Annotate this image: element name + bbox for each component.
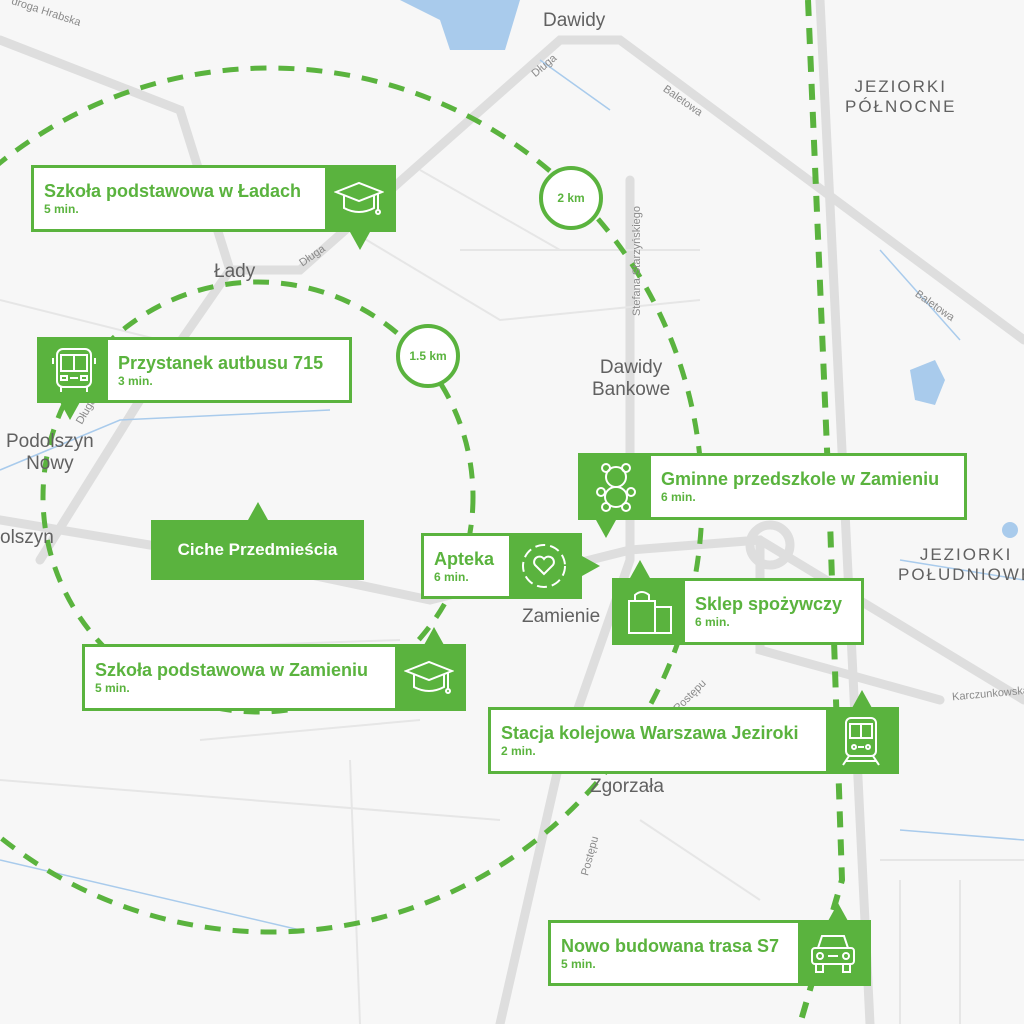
place-label-zamienie: Zamienie <box>522 606 601 627</box>
poi-pointer <box>596 520 616 538</box>
teddy-bear-icon <box>581 456 651 517</box>
car-icon <box>798 923 868 983</box>
bus-icon <box>40 340 108 400</box>
label-line: Nowy <box>26 453 74 474</box>
lake <box>400 0 520 50</box>
label-line: JEZIORKI <box>919 545 1013 564</box>
label-line: Bankowe <box>592 379 671 400</box>
pharmacy-care-icon <box>509 536 579 596</box>
poi-title: Sklep spożywczy <box>695 594 843 614</box>
poi-time: 5 min. <box>44 202 79 216</box>
label-line: PÓŁNOCNE <box>845 97 957 116</box>
poi-title: Nowo budowana trasa S7 <box>561 936 780 956</box>
place-label-zgorzala: Zgorzała <box>590 776 664 797</box>
poi-title: Apteka <box>434 549 495 569</box>
pond <box>1002 522 1018 538</box>
place-label-podolszyn: olszyn <box>0 527 54 548</box>
graduation-cap-icon <box>395 647 463 708</box>
area-label-ciche-przedmiescia[interactable]: Ciche Przedmieścia <box>151 520 364 580</box>
poi-pointer <box>630 560 650 578</box>
graduation-cap-icon <box>325 168 393 229</box>
poi-pointer <box>828 903 848 921</box>
poi-time: 6 min. <box>695 615 730 629</box>
poi-time: 2 min. <box>501 744 536 758</box>
radius-1-5km-circle <box>40 279 476 715</box>
poi-pointer <box>852 690 872 708</box>
poi-title: Przystanek autbusu 715 <box>118 353 324 373</box>
poi-title: Gminne przedszkole w Zamieniu <box>661 469 940 489</box>
poi-time: 5 min. <box>561 957 596 971</box>
poi-pointer <box>60 402 80 420</box>
street-label: Stefana Starzyńskiego <box>631 205 644 317</box>
poi-title: Szkoła podstawowa w Ładach <box>44 181 302 201</box>
label-line: Podolszyn <box>6 431 94 452</box>
poi-time: 3 min. <box>118 374 153 388</box>
radius-label-1-5km: 1.5 km <box>396 324 460 388</box>
label-line: POŁUDNIOWE <box>898 565 1024 584</box>
place-label-dawidy: Dawidy <box>543 10 606 31</box>
poi-pointer <box>424 627 444 645</box>
poi-title: Szkoła podstawowa w Zamieniu <box>95 660 369 680</box>
poi-pointer <box>582 556 600 576</box>
poi-time: 6 min. <box>661 490 696 504</box>
poi-time: 5 min. <box>95 681 130 695</box>
poi-title: Stacja kolejowa Warszawa Jeziroki <box>501 723 799 743</box>
train-icon <box>826 710 896 771</box>
radius-label-2km: 2 km <box>539 166 603 230</box>
shopping-bag-icon <box>615 581 685 642</box>
poi-time: 6 min. <box>434 570 469 584</box>
poi-pointer <box>350 232 370 250</box>
label-line: Dawidy <box>599 357 663 378</box>
place-label-lady: Łady <box>214 261 256 282</box>
pond <box>910 360 945 405</box>
label-line: JEZIORKI <box>854 77 947 96</box>
area-pointer <box>248 502 268 520</box>
